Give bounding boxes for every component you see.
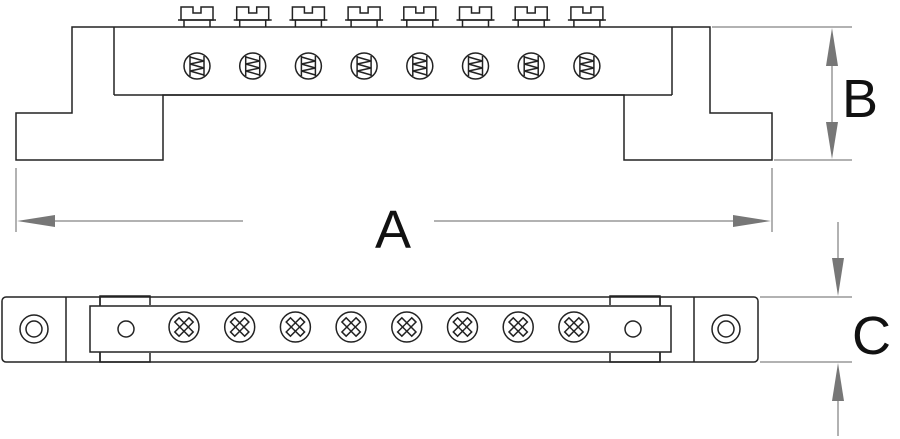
slotted-screw-icon (183, 52, 211, 80)
right-clamp-cap-top (609, 295, 661, 305)
slotted-screw-head (289, 6, 328, 27)
bar-hole-left (117, 320, 135, 338)
dimension-c: C (760, 222, 891, 436)
cross-head-screw-icon (335, 311, 367, 343)
dimension-label-a: A (375, 200, 411, 260)
slotted-screw-icon (406, 52, 434, 80)
slotted-screw-head (567, 6, 606, 27)
slotted-screw-icon (238, 52, 267, 80)
cross-screw-row (168, 311, 590, 343)
left-clamp-cap-top (99, 295, 151, 305)
slotted-screw-icon (461, 52, 490, 80)
right-clamp-cap-bottom (609, 353, 661, 363)
cross-head-screw-icon (446, 311, 479, 343)
top-screw-row (178, 6, 606, 27)
slotted-screw-head (345, 6, 384, 27)
slotted-screw-head (512, 6, 551, 27)
slotted-screw-head (456, 6, 495, 27)
side-insulator-outline (15, 26, 773, 161)
dim-a-arrow-right (733, 215, 771, 227)
left-clamp-cap-bottom (99, 353, 151, 363)
slotted-screw-icon (294, 52, 323, 80)
slotted-screw-icon (350, 52, 378, 80)
cross-head-screw-icon (558, 311, 590, 343)
slotted-screw-icon (517, 52, 545, 80)
cross-head-screw-icon (168, 311, 200, 343)
slotted-screw-head (178, 6, 216, 27)
dim-c-arrow-top (832, 258, 844, 296)
cross-head-screw-icon (502, 311, 534, 343)
top-base-outline (1, 296, 759, 363)
cross-head-screw-icon (223, 311, 256, 343)
slotted-screw-head (233, 6, 272, 27)
dimension-label-c: C (852, 306, 891, 366)
dimension-b: B (712, 26, 878, 161)
cross-head-screw-icon (279, 311, 312, 343)
mounting-hole-icon (19, 314, 49, 344)
top-view (1, 295, 759, 363)
cross-head-screw-icon (391, 311, 423, 343)
dim-a-arrow-left (17, 215, 55, 227)
slotted-screw-head (400, 6, 439, 27)
bar-hole-right (624, 320, 642, 338)
dim-b-arrow-top (826, 28, 838, 66)
dim-b-arrow-bottom (826, 122, 838, 159)
dimension-a: A (15, 168, 773, 260)
dim-c-arrow-bottom (832, 363, 844, 401)
dimension-label-b: B (842, 69, 878, 129)
slotted-screw-icon (573, 52, 601, 80)
side-screw-row (183, 52, 601, 80)
side-view (15, 6, 773, 161)
mounting-hole-icon (711, 314, 741, 344)
